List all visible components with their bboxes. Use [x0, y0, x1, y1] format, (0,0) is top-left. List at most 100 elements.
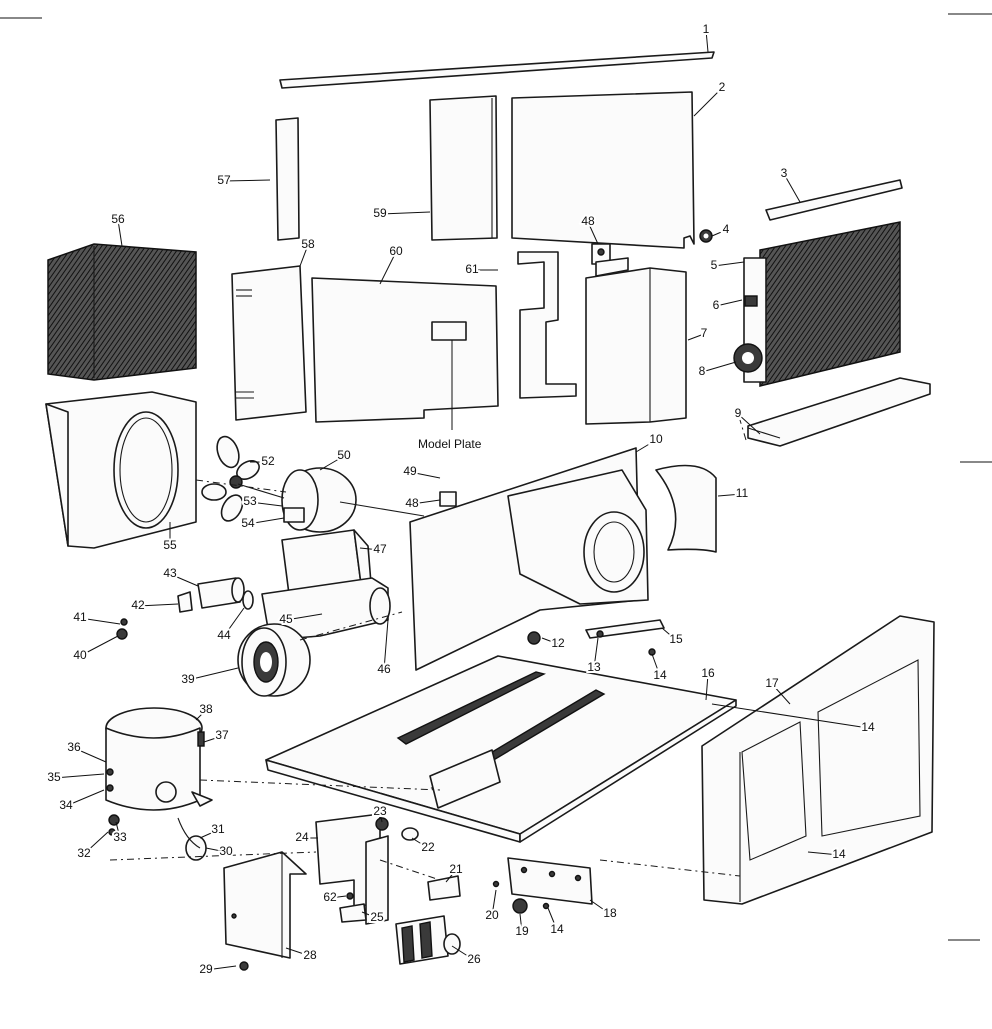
- callout-leader-31: [205, 847, 227, 853]
- callout-leader-61: [379, 251, 397, 285]
- callout-leader-52: [319, 455, 345, 471]
- callout-leader-35: [65, 789, 105, 807]
- callout-label: 43: [163, 566, 177, 580]
- callout-leader-12: [593, 637, 599, 669]
- callout-label: 14: [653, 668, 667, 682]
- callout-label: 18: [603, 906, 617, 920]
- callout-leader-54: [249, 501, 283, 507]
- callout-leader-43: [137, 603, 179, 607]
- callout-label: 38: [199, 702, 213, 716]
- part-electrical-bracket: [315, 813, 419, 925]
- part-blower-wheel: [237, 623, 311, 697]
- callout-label: 48: [405, 496, 419, 510]
- part-fan-motor: [237, 467, 425, 533]
- callout-label: 14: [861, 720, 875, 734]
- part-screws-40-41: [116, 618, 128, 640]
- callout-label: 6: [713, 298, 720, 312]
- callout-label: 40: [73, 648, 87, 662]
- callout-label: 48: [581, 214, 595, 228]
- callout-label: 41: [73, 610, 87, 624]
- callout-leader-36: [53, 773, 105, 779]
- callout-leader-38: [203, 735, 223, 743]
- callout-label: 31: [211, 822, 225, 836]
- callout-label: 29: [199, 962, 213, 976]
- callout-leader-33: [83, 831, 109, 855]
- callout-label: 11: [736, 486, 749, 500]
- callout-label: 34: [59, 798, 73, 812]
- callout-label: 49: [403, 464, 417, 478]
- callout-label: 9: [735, 406, 742, 420]
- callout-label: 30: [219, 844, 233, 858]
- callout-label: 53: [243, 494, 257, 508]
- callout-leader-29: [285, 947, 311, 957]
- callout-leader-6: [687, 333, 705, 341]
- callout-leader-51: [409, 471, 441, 479]
- part-condenser-coil: [47, 243, 197, 381]
- callout-leader-25: [379, 811, 383, 823]
- callout-label: 24: [295, 830, 309, 844]
- callout-leader-28: [451, 945, 475, 961]
- part-scroll-cover: [655, 464, 717, 553]
- callout-label: 57: [217, 173, 231, 187]
- callout-label: 36: [67, 740, 81, 754]
- callout-leader-63: [329, 895, 347, 899]
- part-base-pan: [265, 655, 737, 843]
- callout-label: 1: [703, 22, 710, 36]
- callout-label: 28: [303, 948, 317, 962]
- callout-label: 60: [389, 244, 403, 258]
- part-drain-pan: [747, 377, 931, 447]
- callout-label: 3: [781, 166, 788, 180]
- callout-leader-41: [79, 635, 119, 657]
- callout-leader-23: [445, 869, 457, 883]
- callout-leader-18: [705, 673, 709, 701]
- callout-label: 39: [181, 672, 195, 686]
- part-front-grille: [701, 615, 935, 905]
- part-terminal-block: [395, 915, 461, 965]
- callout-label: 47: [373, 542, 387, 556]
- part-capacitor: [177, 577, 254, 613]
- part-compressor: [105, 707, 213, 811]
- callout-label: 14: [832, 847, 846, 861]
- callout-label: 14: [550, 922, 564, 936]
- callout-label: 22: [421, 840, 435, 854]
- callout-leader-15: [547, 907, 558, 931]
- callout-label: 8: [699, 364, 706, 378]
- callout-leader-46: [285, 613, 323, 621]
- callout-leader-32: [199, 829, 219, 839]
- callout-label: 12: [551, 636, 565, 650]
- callout-label: 59: [373, 206, 387, 220]
- callout-leader-59: [299, 244, 309, 267]
- callout-label: 52: [261, 454, 275, 468]
- callout-leader-0: [705, 29, 709, 53]
- callout-label: 56: [111, 212, 125, 226]
- part-fan-blade: [201, 435, 260, 522]
- callout-leader-55: [247, 517, 285, 525]
- part-bracket-plate: [492, 857, 593, 914]
- callout-label: 20: [485, 908, 499, 922]
- callout-label: 10: [649, 432, 663, 446]
- callout-leader-19: [771, 683, 791, 705]
- callout-label: 35: [47, 770, 61, 784]
- callout-label: 23: [373, 804, 387, 818]
- part-control-cover: [223, 851, 307, 971]
- part-front-panel: [585, 257, 687, 425]
- callout-label: 17: [765, 676, 779, 690]
- callout-leader-4: [713, 261, 745, 267]
- callout-label: 33: [113, 830, 127, 844]
- callout-leader-17: [661, 627, 677, 641]
- callout-label: 45: [279, 612, 293, 626]
- callout-leader-40: [187, 667, 239, 681]
- callout-label: 19: [515, 924, 529, 938]
- callout-leader-2: [783, 173, 801, 203]
- callout-label: 21: [449, 862, 463, 876]
- part-evaporator-coil: [733, 221, 901, 387]
- callout-label: 26: [467, 952, 481, 966]
- callout-leader-47: [383, 619, 389, 671]
- callout-label: 42: [131, 598, 145, 612]
- callout-leader-11: [541, 637, 559, 645]
- callout-leader-57: [117, 219, 123, 247]
- callout-leader-8: [737, 413, 761, 435]
- callout-leader-48: [359, 547, 381, 551]
- margin-marks: [0, 13, 992, 941]
- callout-leader-44: [169, 573, 199, 587]
